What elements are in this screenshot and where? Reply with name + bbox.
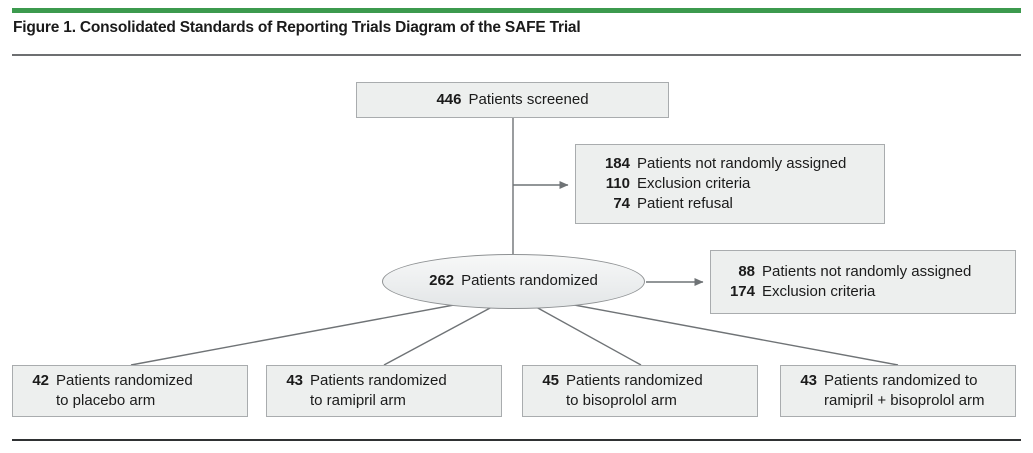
title-divider-rule (12, 54, 1021, 56)
node-count: 446 (436, 90, 462, 108)
node-label: Patients randomized to ramipril + bisopr… (824, 371, 985, 409)
node-arm-bisoprolol: 45 Patients randomized to bisoprolol arm (522, 365, 758, 417)
node-count: 88 (738, 262, 755, 280)
node-count: 42 (32, 371, 49, 389)
node-row: 88 Patients not randomly assigned (721, 262, 1003, 282)
node-row: 110 Exclusion criteria (586, 174, 870, 194)
node-label: Patients randomized (461, 272, 598, 290)
node-row: 43 Patients randomized to ramipril + bis… (791, 371, 1007, 411)
node-count: 262 (429, 272, 455, 290)
node-row: 43 Patients randomized to ramipril arm (277, 371, 493, 411)
node-label: Exclusion criteria (762, 283, 876, 300)
node-row: 262 Patients randomized (429, 271, 598, 291)
node-row: 42 Patients randomized to placebo arm (23, 371, 239, 411)
edge-randomized-to-arm-3 (535, 306, 642, 366)
node-arm-placebo: 42 Patients randomized to placebo arm (12, 365, 248, 417)
node-row: 45 Patients randomized to bisoprolol arm (533, 371, 749, 411)
node-label: Patients not randomly assigned (637, 154, 847, 172)
node-arm-ramipril: 43 Patients randomized to ramipril arm (266, 365, 502, 417)
node-row: 74 Patient refusal (586, 194, 870, 214)
edge-randomized-to-arm-2 (383, 306, 493, 366)
node-count: 43 (286, 371, 303, 389)
node-count: 110 (605, 174, 630, 192)
node-label: Exclusion criteria (637, 174, 751, 192)
node-count: 74 (613, 195, 630, 213)
node-row: 174 Exclusion criteria (721, 282, 1003, 302)
bottom-divider-rule (12, 439, 1021, 441)
node-count: 184 (604, 154, 630, 172)
node-label: Patients not randomly assigned (762, 262, 972, 280)
node-label: Patient refusal (637, 195, 733, 213)
node-row: 184 Patients not randomly assigned (586, 154, 870, 174)
node-label: Patients randomized to placebo arm (56, 371, 193, 409)
node-patients-screened: 446 Patients screened (356, 82, 669, 118)
node-label: Patients randomized to ramipril arm (310, 371, 447, 409)
node-label: Patients screened (468, 90, 589, 108)
node-patients-randomized: 262 Patients randomized (382, 254, 645, 309)
edge-randomized-to-arm-1 (130, 301, 471, 366)
node-row: 446 Patients screened (436, 90, 588, 110)
node-not-randomly-assigned-randomized: 88 Patients not randomly assigned 174 Ex… (710, 250, 1016, 314)
top-accent-rule (12, 8, 1021, 13)
node-count: 43 (800, 371, 817, 389)
figure-title: Figure 1. Consolidated Standards of Repo… (13, 19, 581, 36)
node-count: 45 (542, 371, 559, 389)
node-label: Patients randomized to bisoprolol arm (566, 371, 703, 409)
node-count: 174 (729, 283, 755, 300)
node-arm-ramipril-bisoprolol: 43 Patients randomized to ramipril + bis… (780, 365, 1016, 417)
node-not-randomly-assigned-screened: 184 Patients not randomly assigned 110 E… (575, 144, 885, 224)
